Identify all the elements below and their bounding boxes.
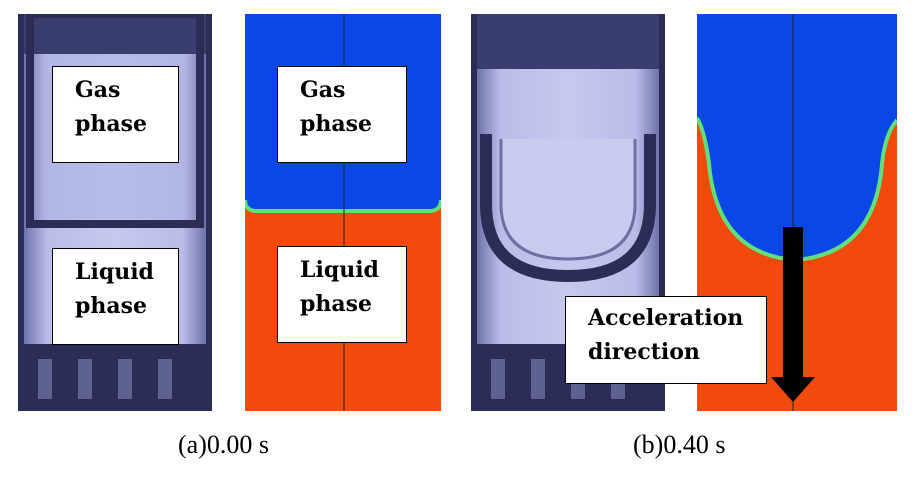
label-line: phase (300, 111, 373, 137)
gas-phase-label-a-photo: Gas phase (52, 66, 179, 163)
label-line: Gas (300, 77, 346, 103)
label-line: direction (588, 339, 700, 365)
label-line: phase (300, 291, 373, 317)
acceleration-arrow-icon (783, 296, 803, 384)
gas-phase-label-a-sim: Gas phase (277, 66, 407, 163)
acceleration-direction-label: Acceleration direction (565, 296, 767, 384)
caption-b: (b)0.40 s (633, 430, 726, 459)
arrow-head (771, 377, 815, 402)
label-line: Liquid (75, 259, 154, 285)
caption-a: (a)0.00 s (178, 430, 269, 459)
label-line: Gas (75, 77, 121, 103)
label-line: Acceleration (588, 305, 744, 331)
liquid-phase-label-a-sim: Liquid phase (277, 246, 407, 343)
label-line: phase (75, 293, 148, 319)
gas-region (697, 14, 897, 260)
label-line: phase (75, 111, 148, 137)
liquid-phase-label-a-photo: Liquid phase (52, 248, 179, 345)
interface-line (245, 199, 441, 213)
label-line: Liquid (300, 257, 379, 283)
